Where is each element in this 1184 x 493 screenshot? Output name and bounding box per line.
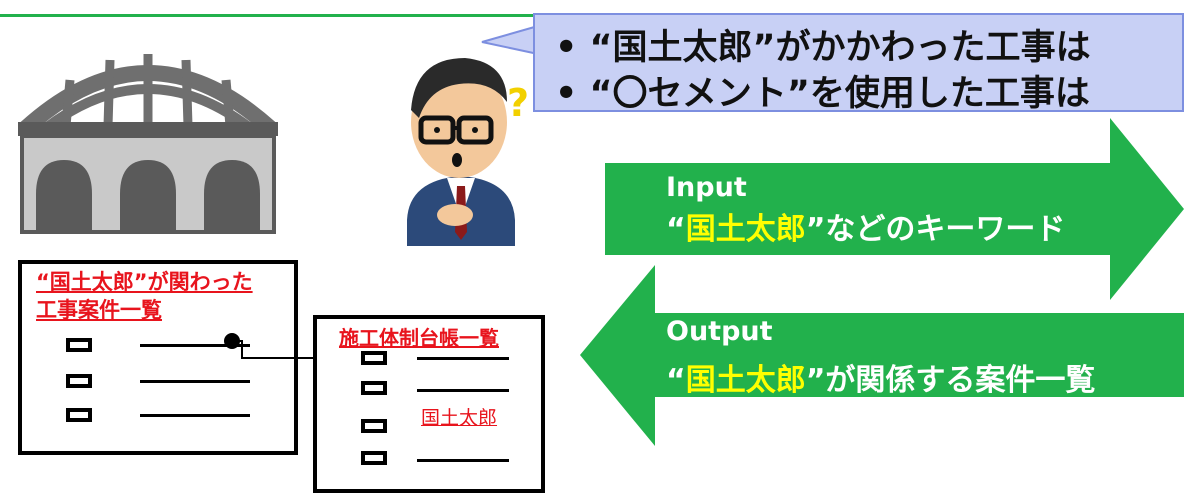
list-bullet (66, 338, 92, 352)
list-bullet (361, 381, 387, 395)
bridge-illustration (18, 54, 278, 234)
list-line (417, 459, 509, 462)
ledger-title: 施工体制台帳一覧 (339, 326, 499, 350)
output-arrow-text: “国土太郎”が関係する案件一覧 (666, 363, 1096, 398)
list-line (140, 380, 250, 383)
input-keyword: 国土太郎 (685, 212, 806, 247)
input-arrow-text: “国土太郎”などのキーワード (666, 212, 1066, 247)
list-bullet (361, 351, 387, 365)
list-bullet (66, 374, 92, 388)
output-keyword: 国土太郎 (685, 363, 806, 398)
list-bullet (66, 408, 92, 422)
project-list-title: “国土太郎”が関わった 工事案件一覧 (36, 268, 253, 324)
list-bullet (361, 419, 387, 433)
list-bullet (361, 451, 387, 465)
output-arrow (580, 265, 1184, 446)
question-callout: • “国土太郎”がかかわった工事は • “〇セメント”を使用した工事は (533, 13, 1184, 114)
project-list-title-line-2: 工事案件一覧 (36, 298, 162, 322)
callout-line-1: • “国土太郎”がかかわった工事は (555, 28, 1091, 68)
project-list-title-line-1: “国土太郎”が関わった (36, 270, 253, 294)
construction-ledger-doc: 施工体制台帳一覧 国土太郎 (313, 315, 545, 493)
list-line (417, 357, 509, 360)
output-arrow-label: Output (666, 316, 773, 347)
list-line (140, 414, 250, 417)
callout-line-2: • “〇セメント”を使用した工事は (555, 74, 1090, 114)
question-mark-icon: ? (507, 81, 529, 125)
ledger-name-entry: 国土太郎 (421, 407, 498, 429)
input-arrow (605, 118, 1184, 300)
list-line (140, 344, 250, 347)
thinking-man-illustration: ? (407, 58, 529, 246)
input-arrow-label: Input (666, 172, 747, 203)
list-line (417, 389, 509, 392)
